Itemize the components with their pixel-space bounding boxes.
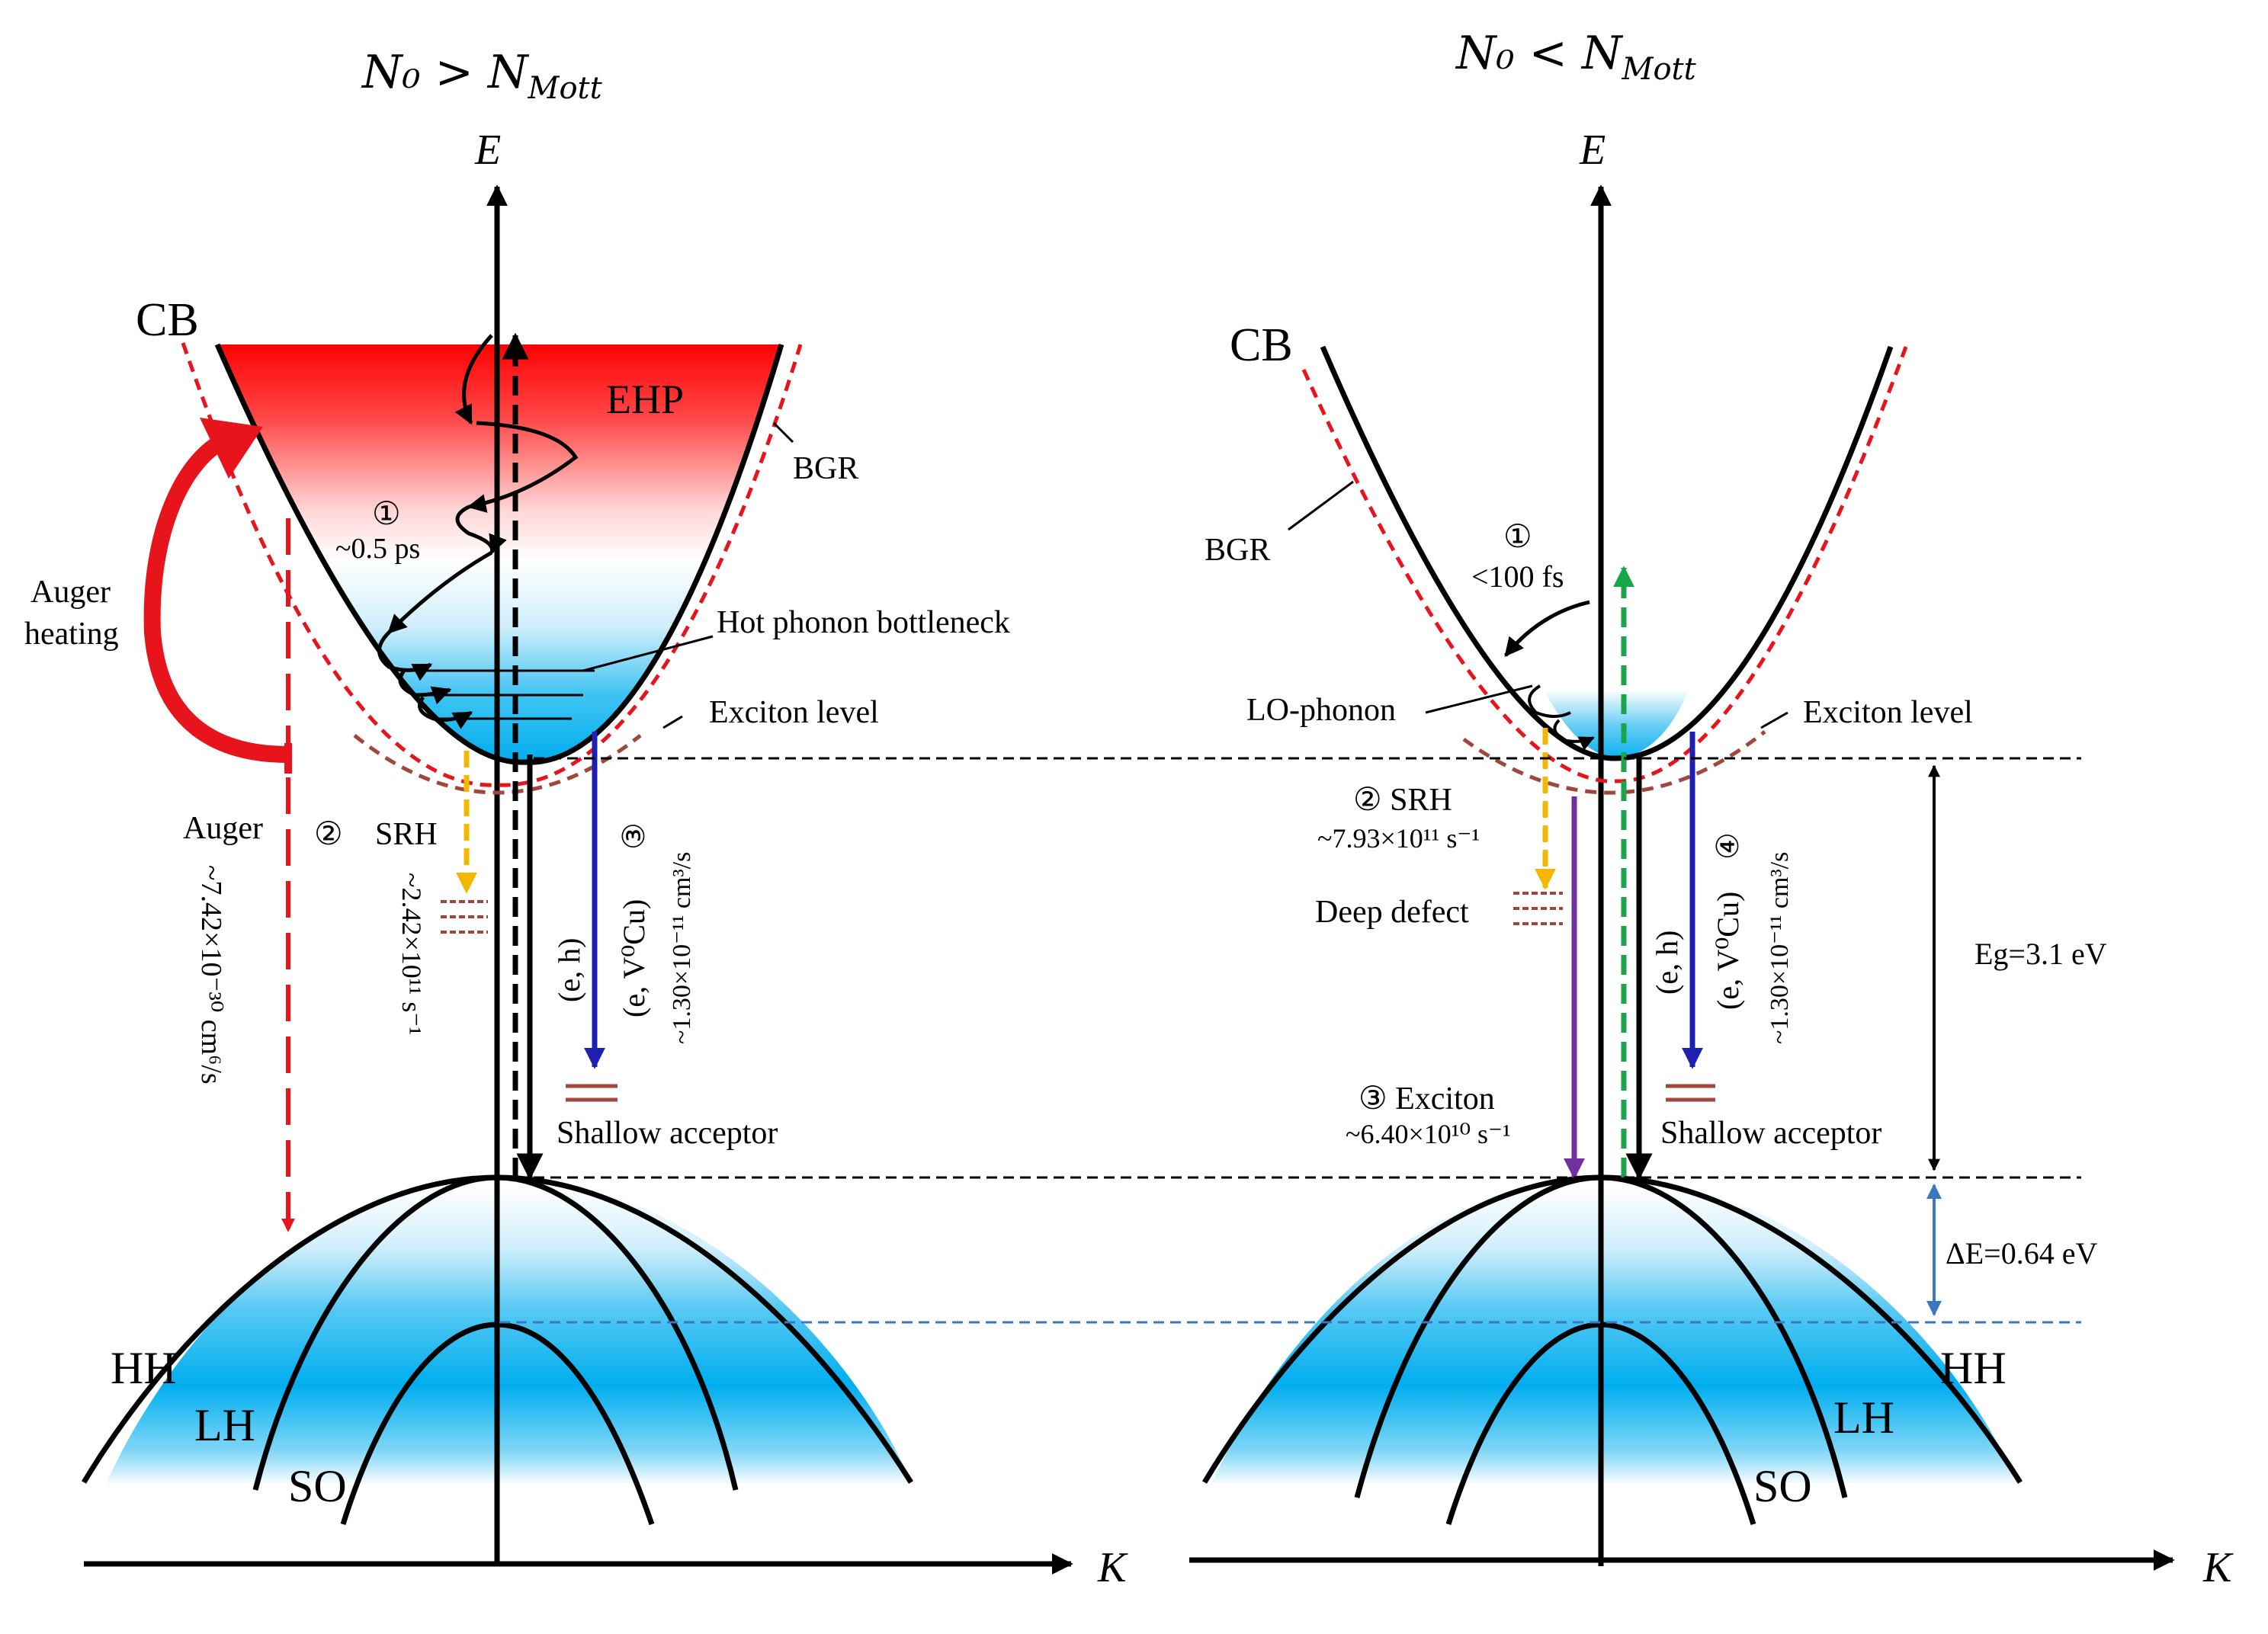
left-bgr-pointer [772, 421, 794, 444]
right-srh-rate: ~7.93×10¹¹ s⁻¹ [1317, 823, 1480, 854]
left-srh-rate: ~2.42×10¹¹ s⁻¹ [396, 873, 427, 1035]
left-panel [81, 184, 1073, 1575]
right-exciton-label: ③ Exciton [1359, 1081, 1495, 1117]
right-step1-time: <100 fs [1471, 559, 1564, 594]
right-lo-phonon-pointer [1425, 684, 1533, 714]
auger-heating-arrowhead [200, 418, 263, 479]
left-so-label: SO [288, 1461, 347, 1511]
right-evcu-label: (e, V⁰Cu) [1711, 892, 1745, 1010]
auger-heating-label-2: heating [24, 617, 119, 652]
left-evcu-label: (e, V⁰Cu) [617, 899, 651, 1017]
right-cb-fill [1544, 690, 1689, 758]
hot-phonon-label: Hot phonon bottleneck [717, 605, 1010, 640]
right-exciton-rate: ~6.40×10¹⁰ s⁻¹ [1346, 1119, 1511, 1149]
left-hh-label: HH [111, 1343, 177, 1393]
left-step2-num: ② [314, 817, 343, 852]
left-bgr-label: BGR [793, 451, 858, 486]
left-hot-phonon-levels [404, 669, 595, 720]
left-eh-label: (e, h) [552, 938, 586, 1002]
left-shallow-acceptor-levels [566, 1084, 618, 1102]
left-condition: N₀ > NMott [361, 46, 603, 106]
left-lh-label: LH [194, 1400, 255, 1450]
right-srh-label: ② SRH [1353, 783, 1452, 818]
left-exciton-level-label: Exciton level [709, 695, 879, 730]
right-bgr-label: BGR [1205, 533, 1270, 568]
right-eh-label: (e, h) [1650, 931, 1684, 995]
right-shallow-acceptor-levels [1666, 1084, 1715, 1102]
auger-heating-arrow [143, 430, 289, 763]
right-lh-label: LH [1833, 1392, 1894, 1443]
auger-heating-label-1: Auger [30, 575, 111, 610]
left-k-axis-label: K [1097, 1544, 1128, 1591]
left-step3-num: ③ [617, 822, 651, 850]
left-hot-phonon-pointer [582, 635, 714, 672]
delta-e-label: ΔE=0.64 eV [1946, 1236, 2097, 1270]
right-vb-fill [1212, 1177, 2016, 1482]
ehp-label: EHP [606, 376, 684, 422]
left-cb-label: CB [136, 294, 199, 346]
right-exciton-level-label: Exciton level [1803, 695, 1973, 730]
left-evcu-rate: ~1.30×10⁻¹¹ cm³/s [668, 852, 696, 1044]
lo-phonon-label: LO-phonon [1246, 693, 1396, 728]
right-deep-defect-levels [1513, 892, 1563, 925]
left-exciton-pointer [662, 715, 683, 729]
left-srh-label: SRH [375, 817, 438, 852]
right-lo-phonon-cascade [1528, 684, 1593, 742]
auger-rate: ~7.42×10⁻³⁰ cm⁶/s [195, 865, 227, 1085]
right-cb-label: CB [1230, 319, 1293, 371]
right-bgr-pointer [1288, 480, 1354, 531]
right-step1-num: ① [1503, 520, 1532, 555]
left-e-axis-label: E [474, 127, 501, 174]
right-step4-num: ④ [1711, 832, 1745, 860]
right-panel [499, 184, 2175, 1571]
right-k-axis-label: K [2202, 1544, 2234, 1591]
auger-label: Auger [183, 811, 263, 846]
left-step1-num: ① [372, 497, 401, 532]
deep-defect-label: Deep defect [1315, 895, 1469, 930]
right-exciton-curve [1462, 730, 1766, 795]
right-condition: N₀ < NMott [1455, 27, 1697, 87]
eg-label: Eg=3.1 eV [1974, 937, 2107, 971]
right-shallow-acceptor-label: Shallow acceptor [1660, 1116, 1881, 1151]
left-relaxation-cascade [377, 334, 579, 729]
left-exciton-curve [353, 734, 642, 795]
left-bgr-curve [181, 342, 803, 787]
right-exciton-pointer [1760, 711, 1788, 729]
right-e-axis-label: E [1579, 127, 1606, 174]
left-cb-curve [214, 343, 784, 765]
right-so-label: SO [1753, 1461, 1812, 1511]
left-shallow-acceptor-label: Shallow acceptor [557, 1116, 778, 1151]
right-bgr-curve [1301, 346, 1908, 783]
right-hh-label: HH [1940, 1343, 2007, 1393]
right-relax-arrow [1504, 600, 1590, 657]
left-step1-time: ~0.5 ps [335, 533, 420, 565]
right-evcu-rate: ~1.30×10⁻¹¹ cm³/s [1766, 852, 1794, 1044]
left-deep-defect-levels [441, 900, 488, 934]
